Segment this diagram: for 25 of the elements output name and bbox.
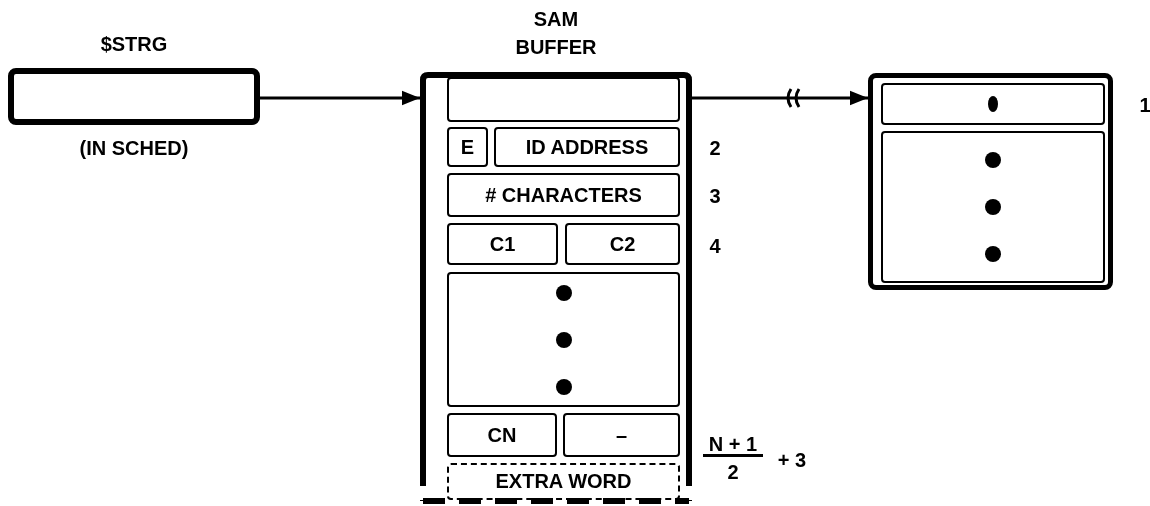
field-cell: C2	[565, 223, 680, 265]
memory-block	[868, 73, 1113, 290]
field-cell: # CHARACTERS	[447, 173, 680, 217]
word-cell	[881, 131, 1105, 283]
formula-term: + 3	[776, 448, 808, 473]
arrow	[692, 90, 868, 106]
row-number: 4	[708, 234, 722, 259]
word-cell	[447, 77, 680, 122]
field-cell: CN	[447, 413, 557, 457]
row-number: 2	[708, 136, 722, 161]
word-cell	[881, 83, 1105, 125]
field-cell: C1	[447, 223, 558, 265]
box-heading: SAM BUFFER	[514, 7, 598, 60]
field-cell: E	[447, 127, 488, 167]
row-number: 3	[708, 184, 722, 209]
box-heading: $STRG	[99, 32, 169, 57]
fraction-numerator: N + 1	[703, 431, 763, 457]
box-caption: (IN SCHED)	[78, 136, 190, 161]
arrow	[260, 90, 420, 106]
row-number: 1	[1138, 93, 1150, 118]
fraction-denominator: 2	[726, 460, 740, 485]
field-cell: EXTRA WORD	[447, 463, 680, 500]
word-cell	[447, 272, 680, 407]
field-cell: ID ADDRESS	[494, 127, 680, 167]
field-cell: –	[563, 413, 680, 457]
